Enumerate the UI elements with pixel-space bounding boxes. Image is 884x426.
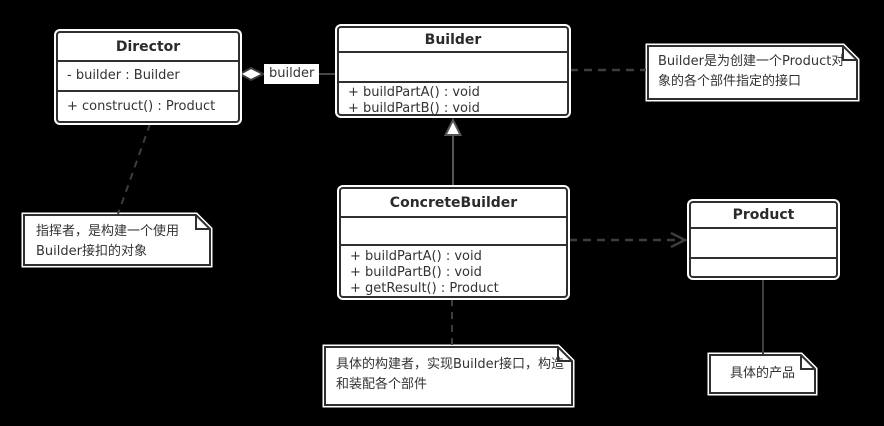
folded-corner-icon bbox=[842, 46, 857, 61]
class-product-methods bbox=[691, 259, 836, 276]
note-builder: Builder是为创建一个Product对 象的各个部件指定的接口 bbox=[658, 52, 844, 92]
generalization-triangle-icon bbox=[443, 117, 463, 136]
aggregation-edge-label: builder bbox=[264, 64, 320, 84]
class-builder-title: Builder bbox=[339, 28, 567, 53]
dependency-connector-concretebuilder-product bbox=[569, 231, 688, 249]
note-concrete-builder: 具体的构建者，实现Builder接口，构造 和装配各个部件 bbox=[336, 355, 564, 395]
attribute: - builder : Builder bbox=[67, 68, 180, 83]
class-director-title: Director bbox=[58, 33, 238, 62]
note-line: Builder是为创建一个Product对 bbox=[658, 54, 845, 69]
method: + construct() : Product bbox=[67, 98, 216, 114]
class-director-methods: + construct() : Product bbox=[58, 92, 238, 121]
note-line: 具体的产品 bbox=[729, 366, 795, 381]
method: + buildPartA() : void bbox=[348, 85, 480, 100]
method: + getResult() : Product bbox=[350, 281, 499, 296]
class-director-attributes: - builder : Builder bbox=[58, 62, 238, 92]
generalization-connector-concretebuilder-builder bbox=[443, 117, 463, 188]
class-builder: Builder + buildPartA() : void + buildPar… bbox=[337, 26, 569, 116]
folded-corner-icon bbox=[800, 355, 815, 370]
method: + buildPartA() : void bbox=[350, 249, 482, 264]
class-product-title: Product bbox=[691, 203, 836, 229]
note-line: 和装配各个部件 bbox=[336, 377, 428, 392]
note-line: 具体的构建者，实现Builder接口，构造 bbox=[336, 357, 564, 372]
note-product: 具体的产品 bbox=[710, 364, 815, 384]
note-shape-product-note bbox=[707, 352, 818, 396]
note-line: 象的各个部件指定的接口 bbox=[658, 74, 802, 89]
class-builder-methods: + buildPartA() : void + buildPartB() : v… bbox=[339, 83, 567, 116]
note-connector-director bbox=[117, 123, 151, 215]
class-concrete-builder: ConcreteBuilder + buildPartA() : void + … bbox=[339, 187, 568, 298]
class-director: Director - builder : Builder + construct… bbox=[56, 31, 240, 123]
folded-corner-icon bbox=[195, 215, 210, 230]
class-concrete-builder-methods: + buildPartA() : void + buildPartB() : v… bbox=[341, 246, 566, 296]
method: + buildPartB() : void bbox=[350, 265, 482, 280]
note-shape-concrete-builder-note bbox=[322, 344, 575, 408]
note-shape-director-note bbox=[21, 212, 213, 268]
folded-corner-icon bbox=[557, 347, 572, 362]
note-line: 指挥者，是构建一个使用 bbox=[36, 224, 180, 239]
aggregation-diamond-icon bbox=[237, 66, 266, 82]
class-product: Product bbox=[689, 201, 838, 278]
note-shape-builder-note bbox=[645, 43, 860, 102]
class-builder-attributes bbox=[339, 53, 567, 83]
method: + buildPartB() : void bbox=[348, 101, 480, 116]
note-director: 指挥者，是构建一个使用 Builder接扣的对象 bbox=[36, 222, 179, 262]
open-arrowhead-icon bbox=[670, 231, 688, 249]
class-concrete-builder-attributes bbox=[341, 218, 566, 246]
class-concrete-builder-title: ConcreteBuilder bbox=[341, 189, 566, 218]
class-product-attributes bbox=[691, 229, 836, 259]
note-line: Builder接扣的对象 bbox=[36, 244, 147, 259]
